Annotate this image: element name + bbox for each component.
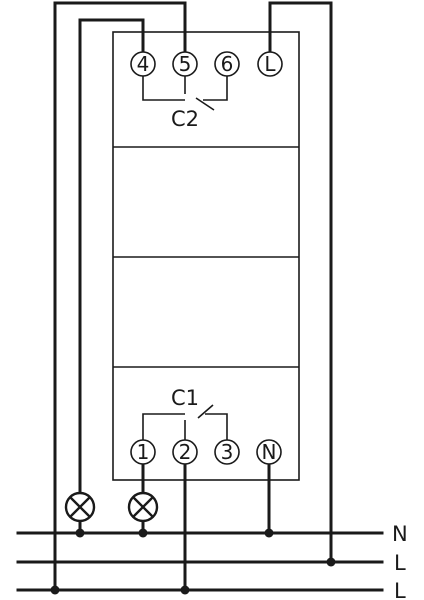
- lower-terminal-2: 2: [172, 439, 198, 465]
- upper-terminal-5: 5: [172, 51, 198, 77]
- junctions: [50, 528, 336, 595]
- supply-label-L2: L: [394, 579, 406, 600]
- lower-terminal-1: 1: [130, 439, 156, 465]
- svg-text:4: 4: [137, 52, 150, 76]
- wire-terminal-L: [268, 1, 333, 564]
- upper-terminal-L: L: [257, 51, 283, 77]
- supply-label-L1: L: [394, 551, 406, 575]
- upper-terminal-6: 6: [214, 51, 240, 77]
- supply-label-N: N: [392, 522, 408, 546]
- contact-c2-switch: [142, 75, 228, 111]
- lower-terminal-3: 3: [214, 439, 240, 465]
- lower-terminal-N: N: [256, 439, 282, 465]
- svg-text:L: L: [264, 52, 276, 76]
- lamp-icon: [127, 491, 159, 523]
- device-housing: [112, 31, 300, 481]
- svg-text:5: 5: [179, 52, 192, 76]
- contact-c2-label: C2: [171, 107, 199, 131]
- contact-c1-label: C1: [171, 386, 199, 410]
- wire-terminal-4: [78, 18, 145, 494]
- upper-terminal-4: 4: [130, 51, 156, 77]
- svg-text:3: 3: [221, 440, 234, 464]
- wiring: [53, 1, 333, 592]
- svg-text:N: N: [262, 440, 277, 464]
- wire-terminal-5: [53, 1, 187, 592]
- contact-c1-switch: [142, 404, 228, 440]
- svg-text:6: 6: [221, 52, 234, 76]
- lamp-icon: [64, 491, 96, 523]
- svg-text:1: 1: [137, 440, 150, 464]
- svg-text:2: 2: [179, 440, 192, 464]
